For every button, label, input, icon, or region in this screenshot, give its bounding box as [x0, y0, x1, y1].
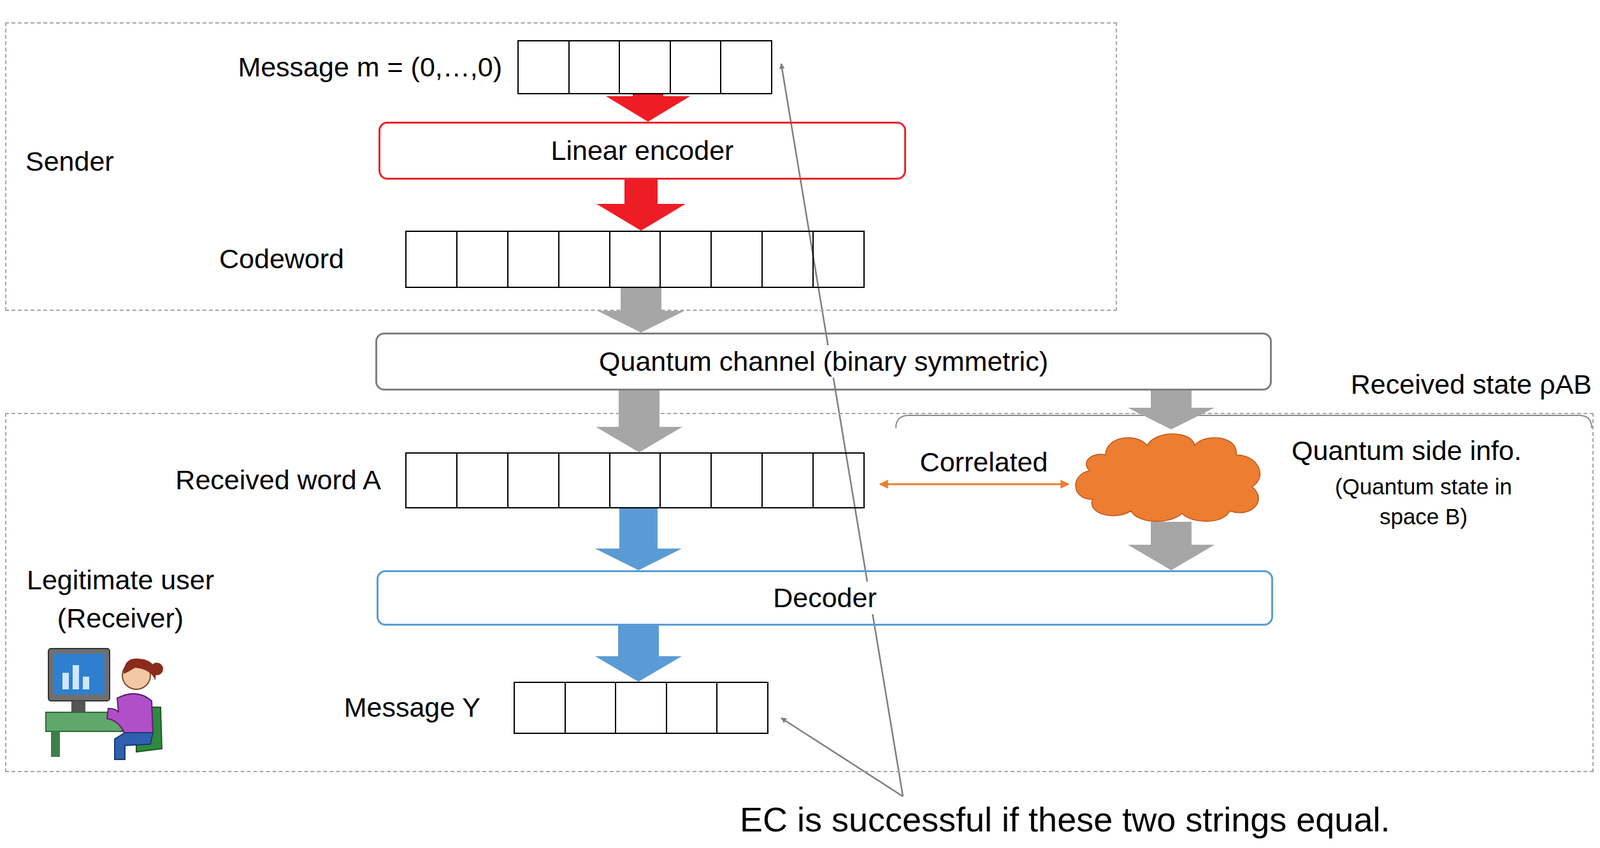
array-label: Message Y	[344, 691, 481, 725]
flow-arrow	[1127, 521, 1215, 571]
bit-cell	[659, 230, 712, 289]
sender-region: Sender Message m = (0,…,0) Linear encoderC…	[5, 22, 1118, 311]
monitor-screen	[53, 653, 105, 695]
cell-row	[517, 40, 773, 95]
bit-cell	[456, 452, 509, 509]
decoder-box: Decoder	[376, 570, 1274, 626]
bit-cell	[659, 452, 712, 509]
region-label: Sender	[25, 142, 115, 181]
cloud-heading: Quantum side info.	[1291, 434, 1522, 468]
desk-leg	[50, 731, 60, 757]
bit-cell	[558, 452, 611, 509]
screen-bar	[72, 665, 80, 690]
bit-cell	[507, 452, 560, 509]
encoder-box: Linear encoder	[378, 121, 907, 180]
bit-cell	[405, 452, 458, 509]
message-array: Message m = (0,…,0)	[517, 40, 773, 95]
bit-cell	[665, 681, 719, 735]
bit-cell	[618, 40, 671, 95]
callout-note: EC is successful if these two strings eq…	[739, 799, 1390, 841]
bit-cell	[609, 230, 662, 289]
flow-arrow	[595, 508, 682, 571]
state-label: Received state ρAB	[1350, 368, 1592, 402]
bit-cell	[761, 452, 814, 509]
cell-row	[405, 452, 865, 509]
person-body	[107, 693, 153, 735]
box-label: Decoder	[769, 581, 881, 615]
leader-line	[781, 63, 903, 797]
bit-cell	[507, 230, 560, 289]
user-icon	[45, 648, 164, 760]
side-info-cloud: Quantum side info.(Quantum state in spac…	[1067, 429, 1272, 522]
flow-arrow	[595, 625, 682, 682]
received-word-array: Received word A	[405, 452, 865, 509]
channel-box: Quantum channel (binary symmetric)	[375, 332, 1272, 391]
flow-arrow	[596, 179, 686, 231]
cloud-shape	[1067, 429, 1272, 522]
bit-cell	[609, 452, 662, 509]
bit-cell	[558, 230, 611, 289]
bit-cell	[716, 681, 769, 735]
edge-label: Correlated	[920, 446, 1049, 480]
bit-cell	[669, 40, 722, 95]
bit-cell	[456, 230, 509, 289]
message-array: Message Y	[513, 681, 769, 735]
bit-cell	[568, 40, 621, 95]
person-hair-bun	[150, 662, 164, 676]
box-label: Quantum channel (binary symmetric)	[595, 345, 1053, 379]
flow-arrow	[1127, 390, 1215, 430]
monitor-frame	[48, 648, 110, 701]
bit-cell	[710, 230, 763, 289]
bit-cell	[517, 40, 570, 95]
received-state-bracket	[895, 415, 1592, 429]
cell-row	[405, 230, 865, 289]
correlation-arrow	[879, 483, 1069, 486]
codeword-array: Codeword	[405, 230, 865, 289]
receiver-region: Legitimate user (Receiver) Received word …	[5, 412, 1594, 773]
bit-cell	[761, 230, 814, 289]
bit-cell	[564, 681, 617, 735]
box-label: Linear encoder	[547, 134, 738, 168]
bit-cell	[720, 40, 773, 95]
bit-cell	[710, 452, 763, 509]
cloud-note: (Quantum state in space B)	[1324, 471, 1523, 533]
array-label: Codeword	[219, 242, 345, 276]
bit-cell	[614, 681, 668, 735]
screen-bar	[62, 672, 69, 690]
bit-cell	[513, 681, 566, 735]
bit-cell	[812, 452, 865, 509]
leader-line	[781, 718, 903, 797]
array-label: Received word A	[175, 463, 382, 498]
bit-cell	[405, 230, 458, 289]
person-legs	[114, 732, 153, 760]
region-label: Legitimate user (Receiver)	[8, 560, 232, 638]
bit-cell	[812, 230, 865, 289]
monitor-stand	[71, 700, 86, 713]
flow-arrow	[605, 94, 691, 122]
cell-row	[513, 681, 769, 735]
flow-arrow	[595, 390, 683, 453]
array-label: Message m = (0,…,0)	[237, 50, 503, 85]
screen-bar	[82, 676, 90, 690]
cloud-outline	[1075, 433, 1260, 522]
